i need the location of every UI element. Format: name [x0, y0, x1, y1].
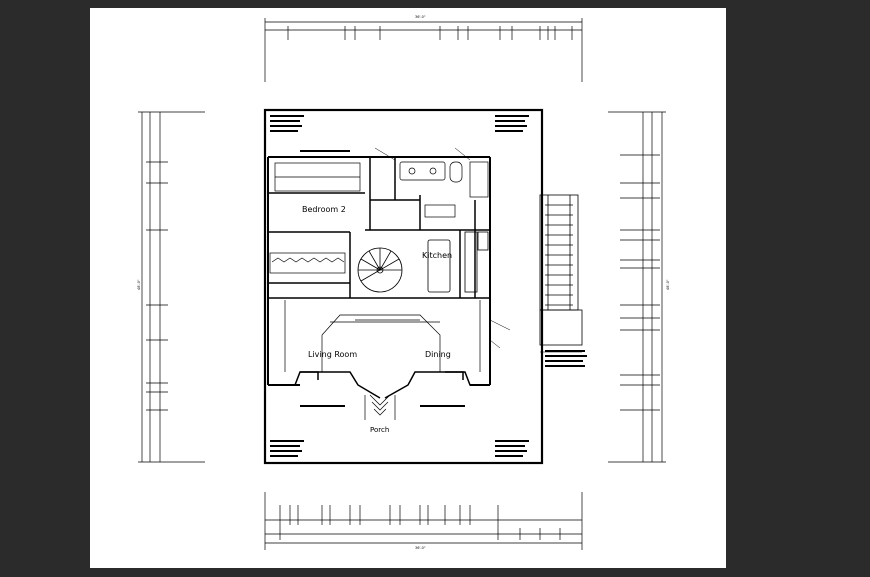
left-dimension-lines — [138, 111, 205, 463]
bedroom-closet — [269, 162, 361, 274]
kitchen-counters — [427, 231, 489, 293]
right-overall-dimension: 48'-0" — [666, 279, 670, 290]
bathroom-fixtures — [399, 161, 489, 218]
drawing-sheet — [90, 8, 726, 568]
bay-windows — [268, 371, 490, 399]
plan-notes — [270, 115, 587, 457]
top-overall-dimension: 36'-0" — [415, 15, 426, 19]
dining-label: Dining — [425, 350, 451, 359]
living-dining-ceiling — [284, 300, 481, 372]
porch-label: Porch — [370, 426, 389, 434]
porch-steps — [364, 394, 396, 420]
interior-walls — [268, 157, 490, 299]
deck-outline — [263, 108, 544, 465]
spiral-stair — [357, 247, 403, 293]
kitchen-label: Kitchen — [422, 251, 452, 260]
exterior-stair — [539, 194, 583, 346]
bottom-dimension-lines — [264, 492, 583, 550]
bottom-overall-dimension: 36'-0" — [415, 546, 426, 550]
right-dimension-lines — [608, 111, 666, 463]
top-dimension-lines — [264, 18, 583, 82]
living-room-label: Living Room — [308, 350, 357, 359]
left-overall-dimension: 48'-0" — [137, 279, 141, 290]
bedroom-label: Bedroom 2 — [302, 205, 346, 214]
